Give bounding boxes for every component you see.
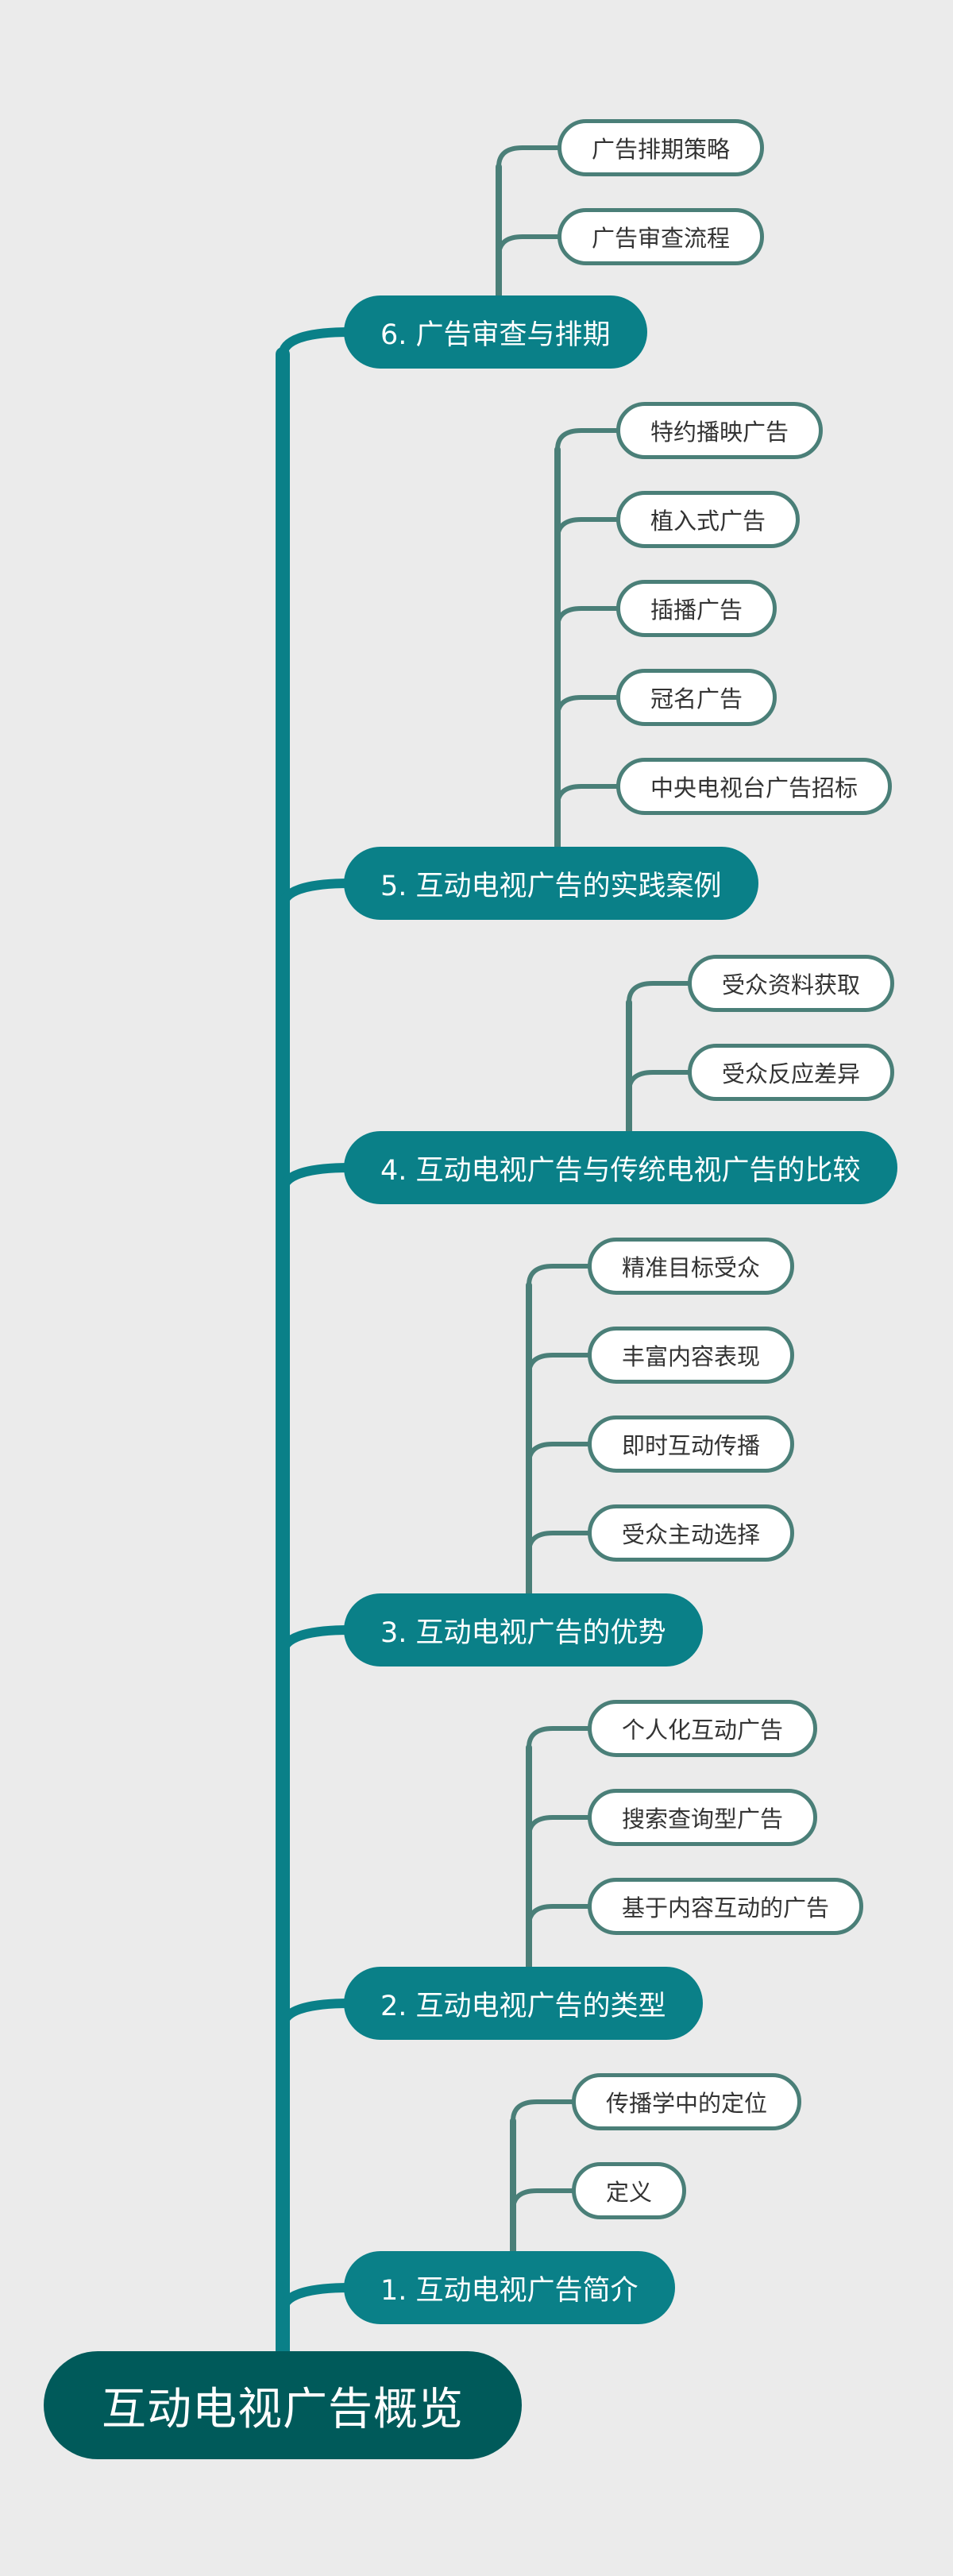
leaf-6-1[interactable]: 广告排期策略 bbox=[558, 119, 765, 176]
leaf-connector bbox=[496, 145, 561, 169]
branch-connector bbox=[278, 1163, 355, 1196]
leaf-connector bbox=[511, 2099, 576, 2123]
leaf-1-2[interactable]: 定义 bbox=[572, 2162, 687, 2219]
branch-connector bbox=[278, 879, 355, 912]
leaf-connector bbox=[527, 1353, 592, 1377]
branch-4[interactable]: 4. 互动电视广告与传统电视广告的比较 bbox=[344, 1131, 897, 1204]
leaf-connector bbox=[527, 1531, 592, 1554]
leaf-6-2[interactable]: 广告审查流程 bbox=[558, 208, 765, 265]
branch-6[interactable]: 6. 广告审查与排期 bbox=[344, 295, 647, 369]
leaf-connector bbox=[555, 606, 620, 630]
leaf-connector bbox=[527, 1726, 592, 1750]
leaf-connector bbox=[527, 1815, 592, 1839]
branch-5[interactable]: 5. 互动电视广告的实践案例 bbox=[344, 847, 758, 920]
branch-1[interactable]: 1. 互动电视广告简介 bbox=[344, 2251, 675, 2324]
leaf-1-1[interactable]: 传播学中的定位 bbox=[572, 2073, 802, 2130]
leaf-3-2[interactable]: 丰富内容表现 bbox=[588, 1327, 795, 1384]
leaf-5-5[interactable]: 中央电视台广告招标 bbox=[616, 758, 893, 815]
leaf-2-2[interactable]: 搜索查询型广告 bbox=[588, 1789, 818, 1846]
leaf-connector bbox=[555, 428, 620, 452]
branch-connector bbox=[278, 1625, 355, 1659]
leaf-3-3[interactable]: 即时互动传播 bbox=[588, 1415, 795, 1473]
leaf-4-2[interactable]: 受众反应差异 bbox=[688, 1044, 895, 1101]
branch-2[interactable]: 2. 互动电视广告的类型 bbox=[344, 1967, 703, 2040]
root-node[interactable]: 互动电视广告概览 bbox=[44, 2351, 522, 2459]
leaf-5-4[interactable]: 冠名广告 bbox=[616, 669, 777, 726]
branch-connector bbox=[278, 1999, 355, 2032]
leaf-4-1[interactable]: 受众资料获取 bbox=[688, 955, 895, 1012]
leaf-3-4[interactable]: 受众主动选择 bbox=[588, 1504, 795, 1562]
leaf-connector bbox=[627, 1070, 692, 1094]
branch-3[interactable]: 3. 互动电视广告的优势 bbox=[344, 1593, 703, 1666]
leaf-5-1[interactable]: 特约播映广告 bbox=[616, 402, 824, 459]
leaf-connector bbox=[555, 517, 620, 541]
leaf-connector bbox=[527, 1442, 592, 1466]
leaf-connector bbox=[527, 1264, 592, 1288]
leaf-connector bbox=[527, 1904, 592, 1928]
leaf-5-3[interactable]: 插播广告 bbox=[616, 580, 777, 637]
leaf-connector bbox=[555, 784, 620, 808]
leaf-connector bbox=[511, 2188, 576, 2212]
leaf-2-1[interactable]: 个人化互动广告 bbox=[588, 1700, 818, 1757]
leaf-3-1[interactable]: 精准目标受众 bbox=[588, 1238, 795, 1295]
branch-connector bbox=[278, 2283, 355, 2316]
leaf-connector bbox=[496, 234, 561, 258]
leaf-connector bbox=[555, 695, 620, 719]
leaf-2-3[interactable]: 基于内容互动的广告 bbox=[588, 1878, 864, 1935]
branch-connector bbox=[278, 327, 355, 361]
leaf-connector bbox=[627, 981, 692, 1005]
leaf-5-2[interactable]: 植入式广告 bbox=[616, 491, 801, 548]
